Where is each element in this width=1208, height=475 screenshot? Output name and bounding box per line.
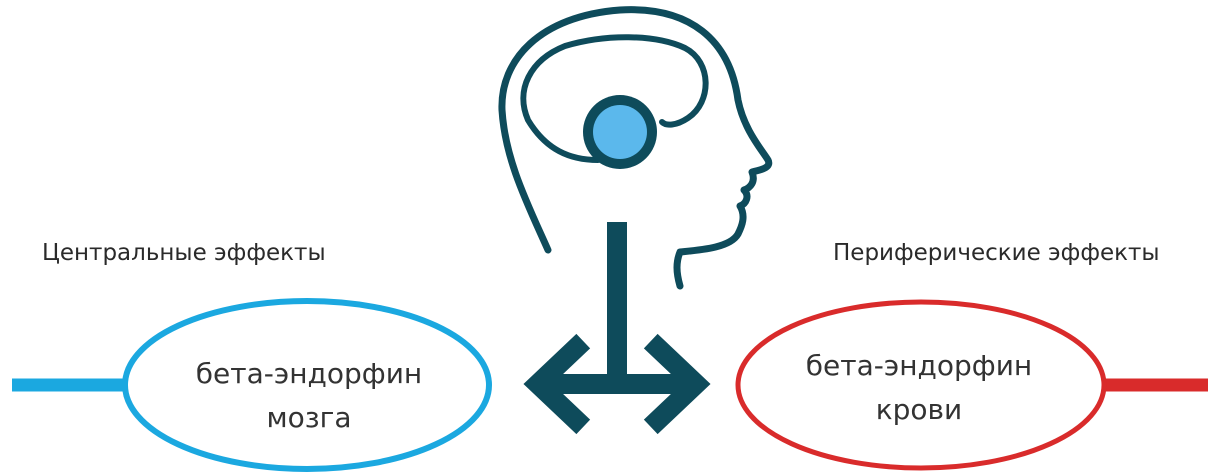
peripheral-oval	[735, 299, 1107, 471]
central-oval-line1: бета-эндорфин	[195, 357, 423, 390]
head-profile-icon	[498, 6, 773, 290]
peripheral-oval-text: бета-эндорфин крови	[738, 344, 1100, 432]
central-oval-text: бета-эндорфин мозга	[128, 352, 490, 440]
central-effects-heading: Центральные эффекты	[42, 240, 326, 266]
peripheral-oval-line1: бета-эндорфин	[805, 349, 1033, 382]
center-node-dot	[593, 105, 647, 159]
brain-icon	[520, 34, 709, 163]
central-oval-line2: мозга	[266, 401, 352, 434]
peripheral-oval-line2: крови	[875, 393, 963, 426]
peripheral-effects-heading: Периферические эффекты	[833, 240, 1160, 266]
central-oval	[122, 298, 492, 472]
t-arrow-icon	[523, 222, 711, 435]
